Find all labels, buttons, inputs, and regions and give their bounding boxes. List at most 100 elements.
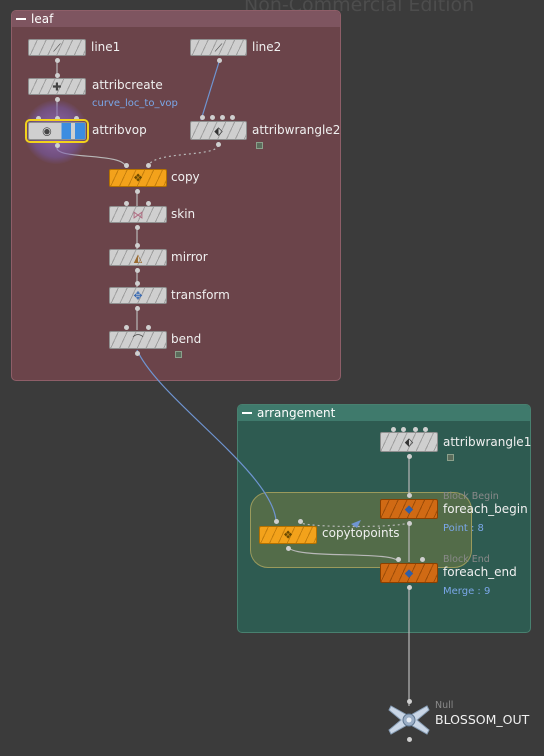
node-foreach-begin[interactable]: ◆ xyxy=(380,499,438,519)
input-connector[interactable] xyxy=(423,427,428,432)
node-foreach-begin-info: Point : 8 xyxy=(443,523,484,534)
node-blossom-out-type: Null xyxy=(435,700,454,711)
node-attribcreate-label: attribcreate xyxy=(92,78,163,92)
input-connector[interactable] xyxy=(124,325,129,330)
input-connector[interactable] xyxy=(124,163,129,168)
input-connector[interactable] xyxy=(407,699,412,704)
node-mirror[interactable]: ◭ xyxy=(109,249,167,266)
input-connector[interactable] xyxy=(200,115,205,120)
input-connector[interactable] xyxy=(55,116,60,121)
node-copytopoints[interactable]: ❖ xyxy=(259,526,317,544)
input-connector[interactable] xyxy=(36,116,41,121)
input-connector[interactable] xyxy=(210,115,215,120)
collapse-icon[interactable] xyxy=(16,17,26,20)
mirror-icon: ◭ xyxy=(133,251,143,264)
node-skin-label: skin xyxy=(171,207,196,221)
wire-copytopoints-foreach-end xyxy=(287,545,399,563)
output-connector[interactable] xyxy=(135,306,140,311)
input-connector[interactable] xyxy=(146,163,151,168)
node-foreach-end[interactable]: ◆ xyxy=(380,563,438,583)
node-foreach-begin-type: Block Begin xyxy=(443,491,499,502)
line-icon: ⟋ xyxy=(53,41,61,54)
wrangle-icon: ⬖ xyxy=(404,435,414,449)
node-line2-label: line2 xyxy=(252,40,282,54)
output-connector[interactable] xyxy=(55,97,60,102)
node-transform[interactable]: ✥ xyxy=(109,287,167,304)
output-connector[interactable] xyxy=(407,454,412,459)
node-flag-icon xyxy=(447,454,454,461)
collapse-icon[interactable] xyxy=(242,411,252,414)
output-connector[interactable] xyxy=(135,268,140,273)
node-attribwrangle1[interactable]: ⬖ xyxy=(380,432,438,452)
node-copy[interactable]: ❖ xyxy=(109,169,167,187)
input-connector[interactable] xyxy=(401,427,406,432)
input-connector[interactable] xyxy=(413,427,418,432)
node-blossom-out-label: BLOSSOM_OUT xyxy=(435,712,530,727)
node-copy-label: copy xyxy=(171,170,200,184)
input-connector[interactable] xyxy=(298,519,303,524)
output-connector[interactable] xyxy=(55,143,60,148)
network-box-leaf-header[interactable]: leaf xyxy=(12,11,340,27)
node-flag-icon xyxy=(256,142,263,149)
input-connector[interactable] xyxy=(274,519,279,524)
output-connector[interactable] xyxy=(135,351,140,356)
node-transform-label: transform xyxy=(171,288,230,302)
output-connector[interactable] xyxy=(55,58,60,63)
output-connector[interactable] xyxy=(135,225,140,230)
node-skin[interactable]: ⋈ xyxy=(109,206,167,223)
node-attribwrangle2[interactable]: ⬖ xyxy=(190,121,247,140)
node-attribvop-label: attribvop xyxy=(92,123,147,137)
input-connector[interactable] xyxy=(220,115,225,120)
output-connector[interactable] xyxy=(286,546,291,551)
wire-attribwrangle2-copy xyxy=(147,144,219,169)
line-icon: ⟋ xyxy=(214,41,223,54)
foreach-icon: ◆ xyxy=(404,502,414,516)
node-foreach-begin-label: foreach_begin xyxy=(443,502,528,516)
wire-line2-attribwrangle2 xyxy=(200,61,220,121)
node-line1[interactable]: ⟋ xyxy=(28,39,86,56)
input-connector[interactable] xyxy=(135,243,140,248)
node-attribvop[interactable]: ◉ xyxy=(25,119,89,143)
output-connector[interactable] xyxy=(407,585,412,590)
input-connector[interactable] xyxy=(146,325,151,330)
output-connector[interactable] xyxy=(135,189,140,194)
node-bend-label: bend xyxy=(171,332,202,346)
bend-icon: ⌒ xyxy=(132,333,144,347)
input-connector[interactable] xyxy=(146,201,151,206)
input-connector[interactable] xyxy=(391,427,396,432)
node-mirror-label: mirror xyxy=(171,250,208,264)
input-connector[interactable] xyxy=(407,493,412,498)
network-box-leaf[interactable]: leaf xyxy=(11,10,341,381)
transform-icon: ✥ xyxy=(133,289,143,302)
node-line1-label: line1 xyxy=(91,40,121,54)
input-connector[interactable] xyxy=(396,557,401,562)
node-copytopoints-label: copytopoints xyxy=(322,526,400,540)
output-connector[interactable] xyxy=(407,737,412,742)
node-attribwrangle1-label: attribwrangle1 xyxy=(443,435,532,449)
node-blossom-out[interactable] xyxy=(387,704,431,736)
wire-bend-copytopoints xyxy=(136,349,277,521)
node-foreach-end-label: foreach_end xyxy=(443,565,517,579)
node-foreach-end-type: Block End xyxy=(443,554,490,565)
vop-icon: ◉ xyxy=(42,124,52,138)
copy-icon: ❖ xyxy=(133,171,143,185)
input-connector[interactable] xyxy=(420,557,425,562)
output-connector[interactable] xyxy=(407,521,412,526)
wire-arrow-icon xyxy=(351,520,361,528)
input-connector[interactable] xyxy=(124,201,129,206)
node-bend[interactable]: ⌒ xyxy=(109,331,167,349)
network-box-arrangement-header[interactable]: arrangement xyxy=(238,405,530,421)
input-connector[interactable] xyxy=(135,281,140,286)
input-connector[interactable] xyxy=(230,115,235,120)
node-attribcreate[interactable]: ✚ xyxy=(28,78,86,95)
node-line2[interactable]: ⟋ xyxy=(190,39,247,56)
wire-foreach-begin-copytopoints xyxy=(299,521,410,528)
output-connector[interactable] xyxy=(216,142,221,147)
node-flag-icon xyxy=(175,351,182,358)
node-foreach-end-info: Merge : 9 xyxy=(443,586,491,597)
output-connector[interactable] xyxy=(217,58,222,63)
input-connector[interactable] xyxy=(74,116,79,121)
attribcreate-icon: ✚ xyxy=(52,80,62,93)
node-attribwrangle2-label: attribwrangle2 xyxy=(252,123,341,137)
input-connector[interactable] xyxy=(55,73,60,78)
